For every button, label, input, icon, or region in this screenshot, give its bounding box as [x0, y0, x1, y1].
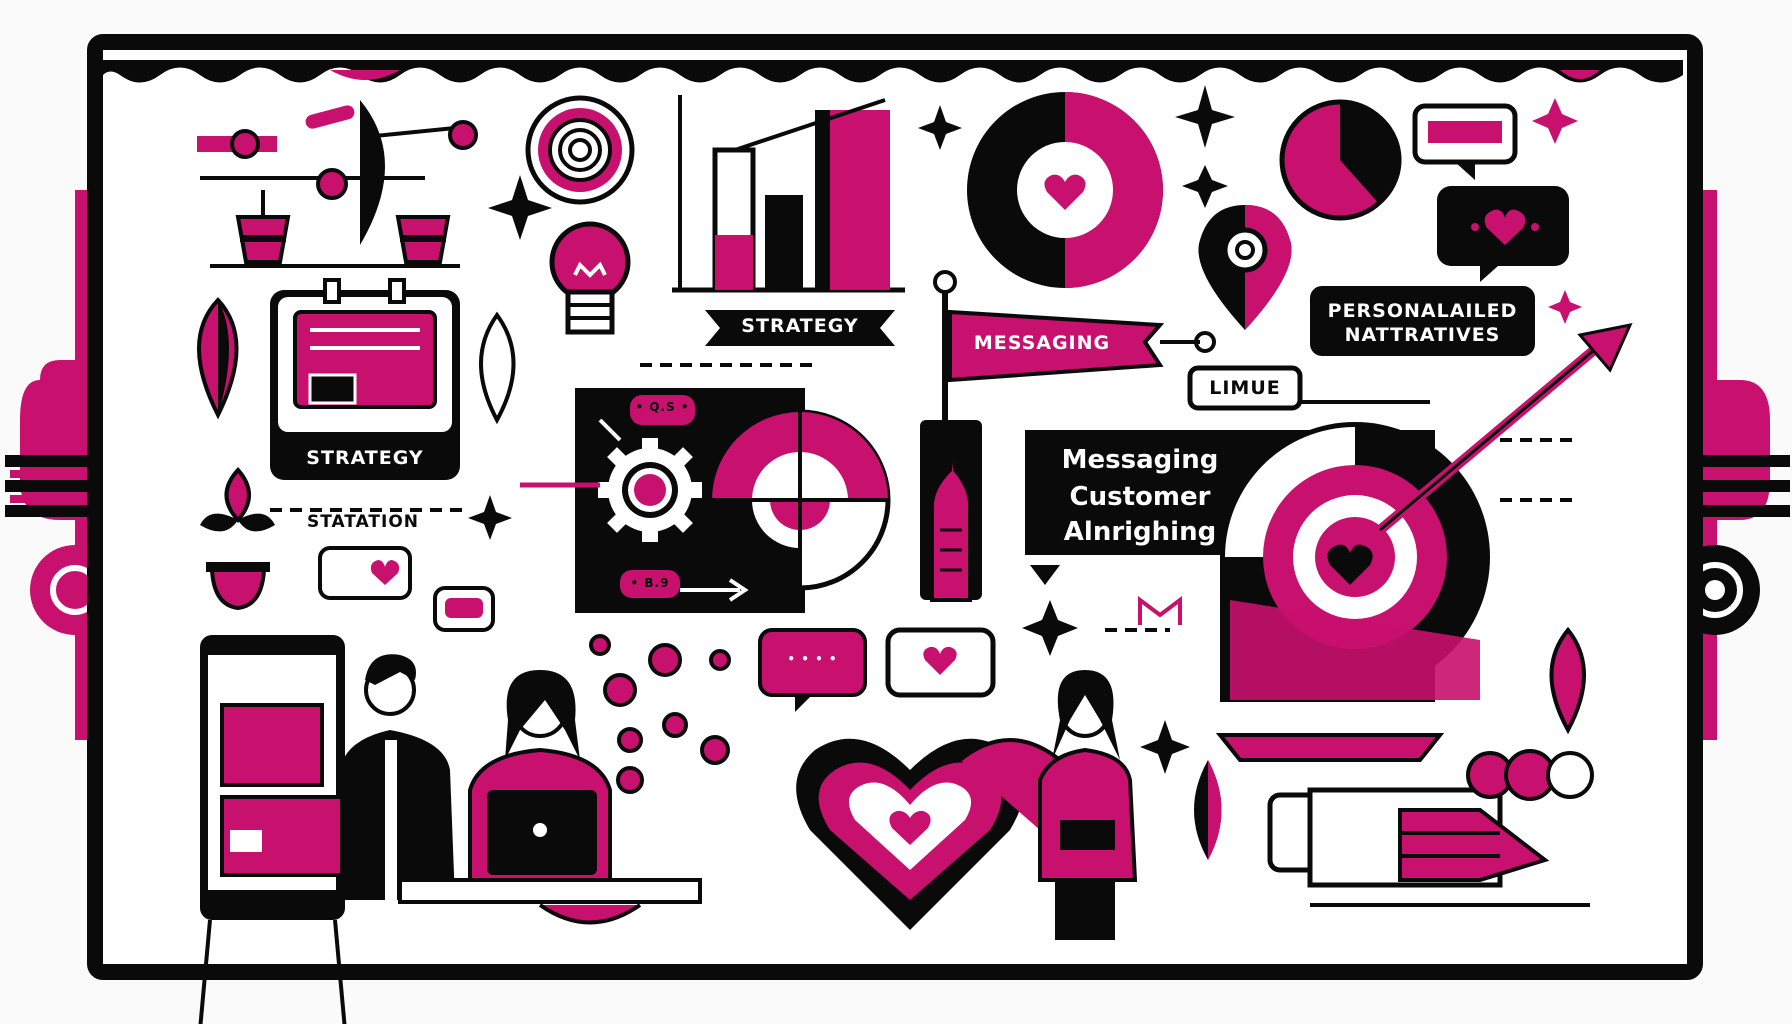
- donut-heart-icon: [967, 92, 1163, 288]
- plant-icon: [200, 467, 275, 611]
- target-icon: [525, 95, 635, 205]
- woman-figure: [1038, 670, 1138, 940]
- bottle-icon: [920, 420, 982, 602]
- heart-chat-icon: [1437, 186, 1569, 282]
- mail-icon: [1138, 596, 1182, 625]
- lightbulb-icon: [549, 221, 631, 335]
- heart-icon: [796, 738, 1069, 930]
- speech-bubble-icon: [1412, 103, 1518, 180]
- balance-scale-icon: [197, 100, 478, 268]
- personalized-narratives-box: [1310, 286, 1535, 356]
- strategy-board-label: STRATEGY: [306, 447, 424, 469]
- limue-box: [1187, 365, 1303, 411]
- personalized-narratives-line1: PERSONALAILED: [1327, 300, 1518, 322]
- strategy-banner-label: STRATEGY: [741, 315, 859, 337]
- sparkle-icon-magenta: [1532, 98, 1582, 324]
- chat-dots-label: • • • •: [787, 652, 838, 666]
- platter-shape: [1215, 733, 1445, 762]
- messaging-panel-line1: Messaging: [1061, 445, 1219, 475]
- strategy-banner-shape: [705, 310, 895, 346]
- flag-icon: [933, 270, 1216, 420]
- small-chat-icons: [318, 546, 495, 632]
- easel-icon: [198, 635, 364, 1024]
- limue-label: LIMUE: [1209, 377, 1281, 399]
- bar-chart-icon: [672, 95, 905, 293]
- location-pin-icon: [1198, 205, 1292, 330]
- messaging-panel-line3: Alnrighing: [1063, 517, 1217, 547]
- arrow-target-icon: [1220, 322, 1633, 700]
- dashed-lines: [270, 363, 1580, 632]
- gear-pill-top-label: • Q.S •: [635, 400, 690, 414]
- molecule-dots: [589, 634, 731, 794]
- quadrant-chart-icon: [709, 388, 891, 613]
- statation-label: STATATION: [306, 512, 420, 532]
- messaging-flag-label: MESSAGING: [973, 332, 1111, 354]
- leaf-icon: [197, 297, 1586, 860]
- pencil-icon: [1267, 787, 1590, 907]
- strategy-board-icon: [270, 278, 460, 480]
- sparkle-icon: [468, 85, 1235, 774]
- chat-bubble-dots: [758, 627, 996, 712]
- gear-pill-bottom-label: • B.9: [630, 576, 670, 590]
- people-icon: [340, 654, 702, 925]
- messaging-panel-line2: Customer: [1069, 482, 1211, 512]
- cloud-icon: [1466, 749, 1594, 801]
- pie-chart-icon: [1279, 99, 1402, 221]
- personalized-narratives-line2: NATTRATIVES: [1344, 324, 1501, 346]
